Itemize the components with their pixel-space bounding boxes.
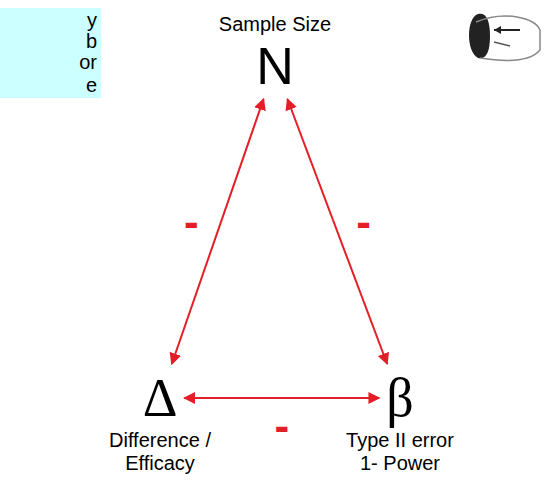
caption-group: Sample Size: [219, 13, 331, 40]
icon-outline: [476, 16, 540, 60]
note-fragment: y: [87, 10, 97, 31]
double-arrow: [287, 99, 387, 364]
note-panel: [0, 8, 101, 98]
caption-group: Difference / Efficacy: [95, 425, 225, 475]
symbol-node: βType II error1- Power: [386, 371, 413, 425]
variable-symbol: Δ: [143, 371, 178, 425]
node-caption: Difference / Efficacy: [95, 429, 225, 475]
caption-group: Type II error1- Power: [346, 425, 454, 475]
variable-symbol: N: [256, 40, 294, 92]
note-fragment: or: [79, 52, 97, 73]
icon-arrowhead: [494, 26, 501, 34]
symbol-node: NSample Size: [256, 40, 294, 92]
node-caption: Sample Size: [219, 13, 331, 36]
icon-arrow: [494, 42, 510, 46]
node-caption: 1- Power: [346, 452, 454, 475]
relation-sign: -: [356, 200, 371, 244]
double-arrow: [172, 99, 264, 364]
eye-icon: [469, 14, 540, 61]
symbol-node: ΔDifference / Efficacy: [143, 371, 178, 425]
note-fragment: b: [86, 31, 97, 52]
variable-symbol: β: [386, 371, 413, 425]
note-fragment: e: [86, 75, 97, 96]
relation-sign: -: [184, 200, 199, 244]
relation-sign: -: [274, 404, 289, 448]
node-caption: Type II error: [346, 429, 454, 452]
double-arrow: [184, 397, 379, 399]
